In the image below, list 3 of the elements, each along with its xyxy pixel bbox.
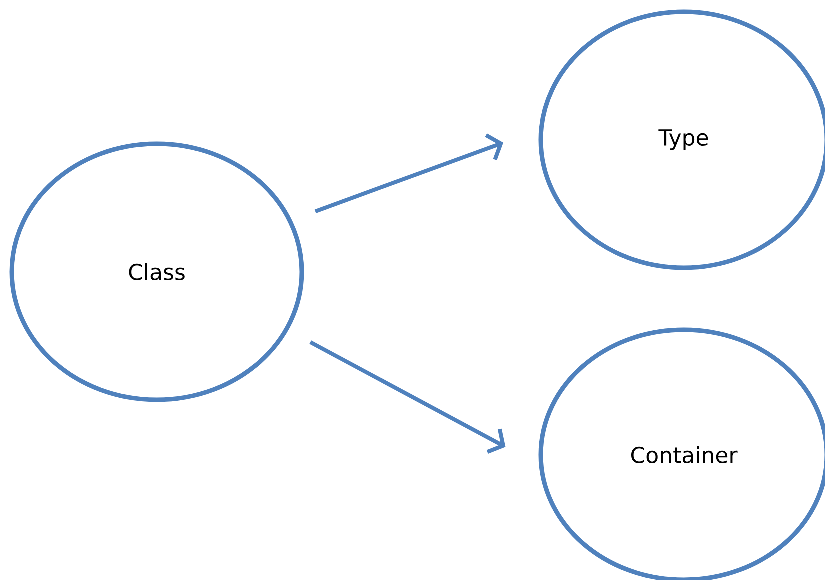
ellipse-node: Class xyxy=(10,142,304,402)
arrow xyxy=(314,134,504,214)
arrow xyxy=(310,340,506,454)
